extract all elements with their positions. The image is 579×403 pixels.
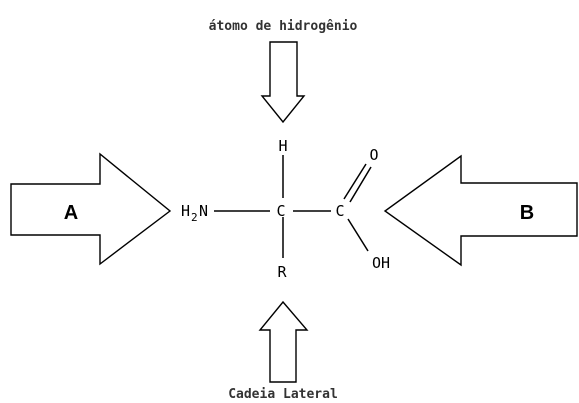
- amino-subscript: 2: [191, 211, 198, 224]
- side-chain-r-group: R: [277, 263, 287, 281]
- caption-side-chain: Cadeia Lateral: [228, 387, 338, 402]
- bond-carbonyl-double-1: [343, 163, 367, 200]
- arrow-a: [10, 152, 172, 266]
- hydroxyl-group: OH: [372, 254, 390, 272]
- caption-hydrogen-atom: átomo de hidrogênio: [209, 19, 358, 34]
- amino-hydrogen: H: [181, 202, 190, 220]
- top-hydrogen-atom: H: [278, 137, 287, 155]
- amino-nitrogen: N: [199, 202, 208, 220]
- bond-carboxyl-c-to-oh: [347, 218, 369, 252]
- arrow-a-label: A: [64, 202, 78, 224]
- bond-carbonyl-double-2: [349, 166, 372, 203]
- arrow-down-to-hydrogen: [260, 41, 306, 124]
- carbonyl-oxygen-atom: O: [369, 146, 378, 164]
- alpha-carbon-atom: C: [276, 202, 285, 220]
- arrow-b: [383, 154, 578, 267]
- arrow-b-label: B: [520, 202, 534, 224]
- carboxyl-carbon-atom: C: [335, 202, 344, 220]
- arrow-up-to-side-chain: [258, 300, 309, 383]
